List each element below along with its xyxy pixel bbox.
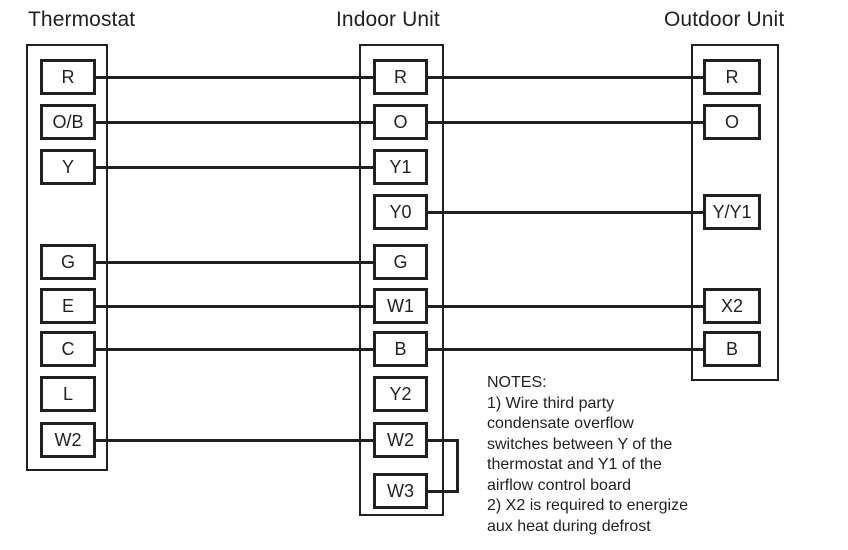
wire-indoor-B-to-outdoor-B [428, 347, 703, 351]
wire-thermostat-Y-to-indoor-Y1 [96, 165, 373, 169]
thermostat-terminal-o-b[interactable]: O/B [40, 104, 96, 140]
outdoor-terminal-r[interactable]: R [703, 59, 761, 95]
thermostat-terminal-y[interactable]: Y [40, 149, 96, 185]
jumper-w2-segment [428, 438, 457, 442]
wire-indoor-Y0-to-outdoor-YY1 [428, 210, 703, 214]
indoor-terminal-y1[interactable]: Y1 [373, 149, 428, 185]
column-title-thermostat: Thermostat [28, 8, 136, 31]
wire-thermostat-C-to-indoor-B [96, 347, 373, 351]
wire-thermostat-W2-to-indoor-W2 [96, 438, 373, 442]
thermostat-terminal-r[interactable]: R [40, 59, 96, 95]
outdoor-terminal-b[interactable]: B [703, 331, 761, 367]
indoor-unit-enclosure [359, 44, 444, 516]
indoor-terminal-y2[interactable]: Y2 [373, 376, 428, 412]
indoor-terminal-y0[interactable]: Y0 [373, 194, 428, 230]
notes-text: NOTES: 1) Wire third party condensate ov… [487, 374, 688, 535]
indoor-terminal-b[interactable]: B [373, 331, 428, 367]
column-title-outdoor-unit: Outdoor Unit [664, 8, 785, 31]
jumper-w3-segment [428, 489, 457, 493]
thermostat-terminal-l[interactable]: L [40, 376, 96, 412]
wire-thermostat-OB-to-indoor-O [96, 120, 373, 124]
indoor-terminal-o[interactable]: O [373, 104, 428, 140]
wire-thermostat-G-to-indoor-G [96, 260, 373, 264]
outdoor-terminal-o[interactable]: O [703, 104, 761, 140]
thermostat-terminal-g[interactable]: G [40, 244, 96, 280]
wire-indoor-O-to-outdoor-O [428, 120, 703, 124]
thermostat-terminal-c[interactable]: C [40, 331, 96, 367]
indoor-terminal-g[interactable]: G [373, 244, 428, 280]
indoor-terminal-w3[interactable]: W3 [373, 473, 428, 509]
thermostat-enclosure [26, 44, 108, 471]
wire-indoor-W1-to-outdoor-X2 [428, 304, 703, 308]
jumper-w2-w3-vertical [455, 438, 459, 493]
thermostat-terminal-e[interactable]: E [40, 288, 96, 324]
thermostat-terminal-w2[interactable]: W2 [40, 422, 96, 458]
wire-indoor-R-to-outdoor-R [428, 75, 703, 79]
indoor-terminal-w2[interactable]: W2 [373, 422, 428, 458]
wire-thermostat-R-to-indoor-R [96, 75, 373, 79]
indoor-terminal-r[interactable]: R [373, 59, 428, 95]
outdoor-terminal-x2[interactable]: X2 [703, 288, 761, 324]
wire-thermostat-E-to-indoor-W1 [96, 304, 373, 308]
column-title-indoor-unit: Indoor Unit [336, 8, 440, 31]
indoor-terminal-w1[interactable]: W1 [373, 288, 428, 324]
outdoor-terminal-y-y1[interactable]: Y/Y1 [703, 194, 761, 230]
